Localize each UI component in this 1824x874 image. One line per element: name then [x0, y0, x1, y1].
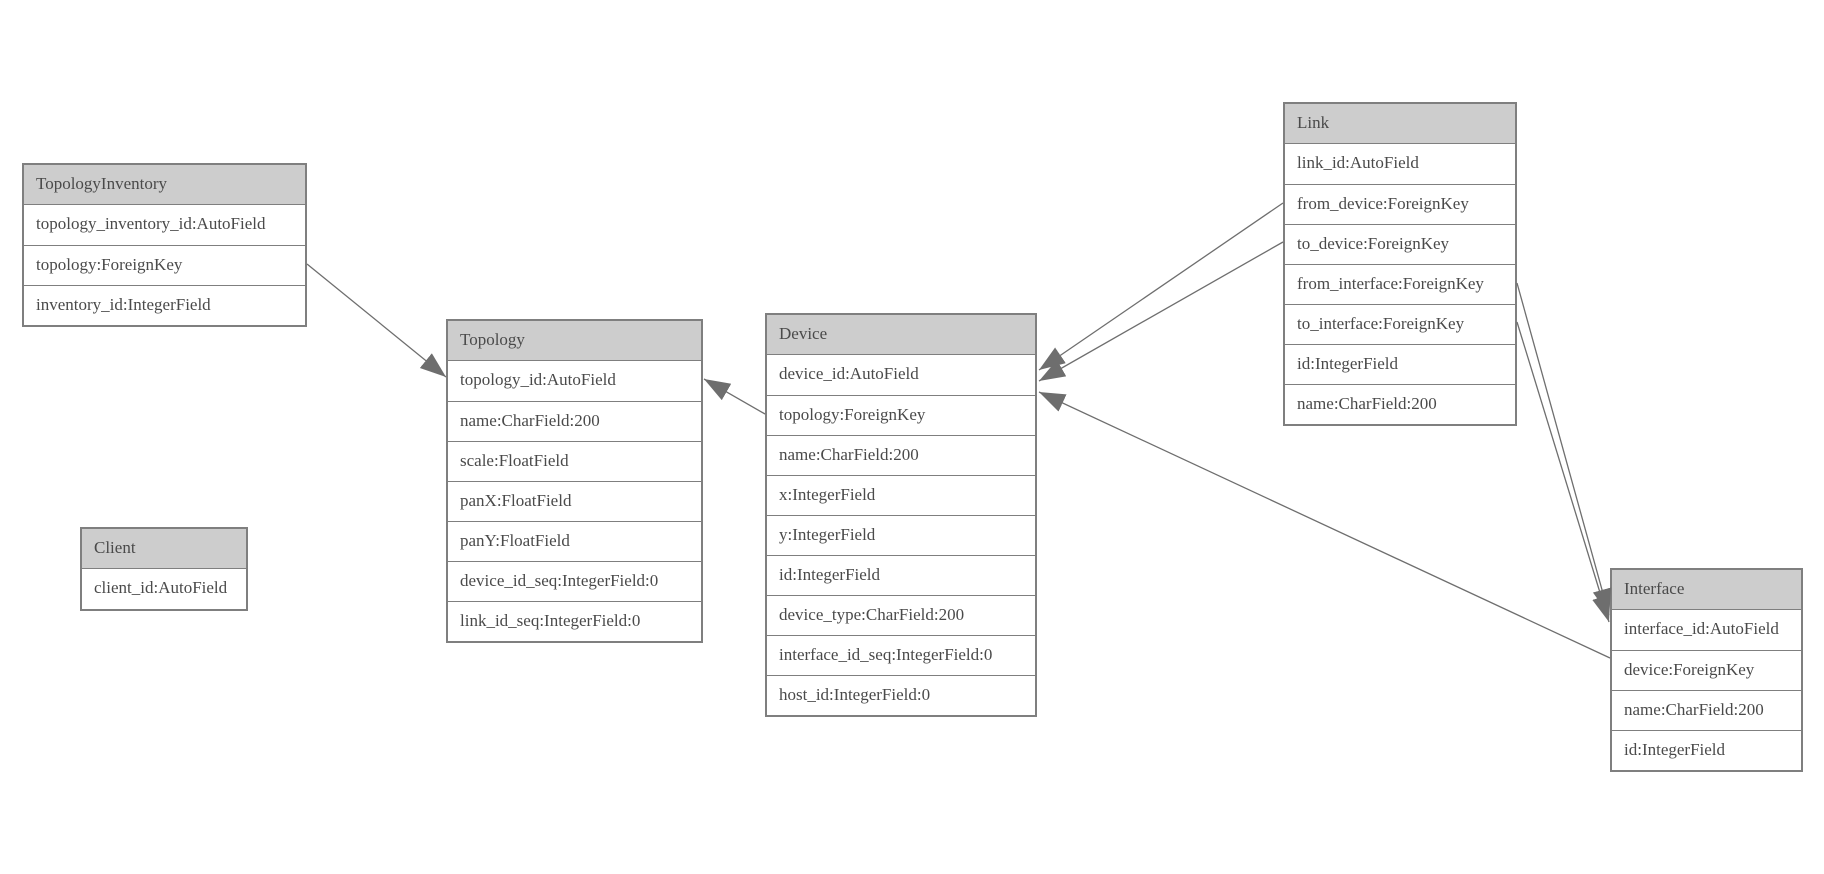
edge-topologyinventory-topology-to-topology — [306, 263, 447, 378]
edge-link-from-device-to-device — [1038, 202, 1284, 371]
entity-device-field-2: name:CharField:200 — [767, 435, 1035, 475]
entity-link-field-4: to_interface:ForeignKey — [1285, 304, 1515, 344]
entity-device-field-7: interface_id_seq:IntegerField:0 — [767, 635, 1035, 675]
entity-topology-field-6: link_id_seq:IntegerField:0 — [448, 601, 701, 641]
entity-device-field-4: y:IntegerField — [767, 515, 1035, 555]
entity-topology-inventory-title: TopologyInventory — [24, 165, 305, 205]
entity-device-field-8: host_id:IntegerField:0 — [767, 675, 1035, 715]
entity-topology-title: Topology — [448, 321, 701, 361]
entity-topology-inventory-field-1: topology:ForeignKey — [24, 245, 305, 285]
entity-topology-field-1: name:CharField:200 — [448, 401, 701, 441]
entity-link-field-0: link_id:AutoField — [1285, 144, 1515, 184]
entity-link-title: Link — [1285, 104, 1515, 144]
entity-link-field-3: from_interface:ForeignKey — [1285, 264, 1515, 304]
entity-topology-inventory-field-2: inventory_id:IntegerField — [24, 285, 305, 325]
entity-device-field-5: id:IntegerField — [767, 555, 1035, 595]
entity-interface-field-3: id:IntegerField — [1612, 730, 1801, 770]
edge-link-to-device-to-device — [1038, 241, 1284, 382]
entity-interface-title: Interface — [1612, 570, 1801, 610]
entity-device-field-3: x:IntegerField — [767, 475, 1035, 515]
edge-device-topology-to-topology — [703, 378, 766, 415]
entity-topology-inventory-field-0: topology_inventory_id:AutoField — [24, 205, 305, 245]
entity-interface-field-0: interface_id:AutoField — [1612, 610, 1801, 650]
entity-device-field-0: device_id:AutoField — [767, 355, 1035, 395]
edge-link-to-interface-to-interface — [1516, 321, 1611, 623]
entity-device-field-6: device_type:CharField:200 — [767, 595, 1035, 635]
entity-link-field-5: id:IntegerField — [1285, 344, 1515, 384]
entity-device-title: Device — [767, 315, 1035, 355]
entity-device-field-1: topology:ForeignKey — [767, 395, 1035, 435]
entity-topology-field-0: topology_id:AutoField — [448, 361, 701, 401]
entity-topology-field-2: scale:FloatField — [448, 441, 701, 481]
edge-interface-device-to-device — [1038, 391, 1611, 659]
entity-interface-field-2: name:CharField:200 — [1612, 690, 1801, 730]
entity-topology-field-4: panY:FloatField — [448, 521, 701, 561]
entity-topology-field-3: panX:FloatField — [448, 481, 701, 521]
entity-client-title: Client — [82, 529, 246, 569]
entity-topology-field-5: device_id_seq:IntegerField:0 — [448, 561, 701, 601]
entity-link-field-1: from_device:ForeignKey — [1285, 184, 1515, 224]
edge-link-from-interface-to-interface — [1516, 282, 1612, 616]
entity-link-field-6: name:CharField:200 — [1285, 384, 1515, 424]
entity-client-field-0: client_id:AutoField — [82, 569, 246, 609]
entity-link-field-2: to_device:ForeignKey — [1285, 224, 1515, 264]
entity-interface-field-1: device:ForeignKey — [1612, 650, 1801, 690]
